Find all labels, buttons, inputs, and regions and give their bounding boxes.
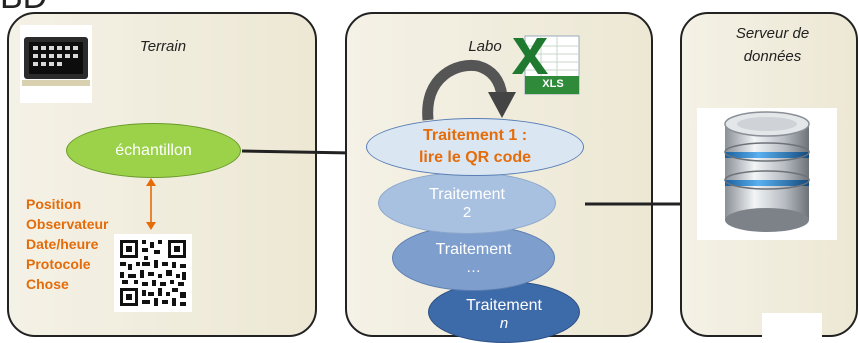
- step-1-title: Traitement 1 :: [422, 127, 528, 144]
- field-observateur: Observateur: [26, 216, 109, 232]
- tablet-icon: [20, 25, 92, 103]
- server-label-line2: données: [743, 48, 802, 65]
- step-1-ellipse: Traitement 1 : lire le QR code: [366, 118, 584, 176]
- step-4-ellipse: Traitement n: [428, 281, 580, 343]
- sample-label: échantillon: [115, 141, 192, 159]
- step-3-title: Traitement: [435, 240, 512, 258]
- field-protocole: Protocole: [26, 256, 91, 272]
- field-position: Position: [26, 196, 82, 212]
- terrain-label: Terrain: [139, 38, 187, 55]
- server-label-line1: Serveur de: [735, 25, 810, 42]
- excel-icon: XLS: [511, 32, 581, 96]
- corner-patch: [762, 313, 822, 341]
- database-icon: [697, 108, 837, 240]
- field-date-heure: Date/heure: [26, 236, 99, 252]
- step-4-title: Traitement: [466, 296, 542, 314]
- excel-badge-label: XLS: [542, 78, 564, 90]
- step-3-number: …: [466, 258, 481, 276]
- link-arrow: [144, 178, 158, 230]
- step-2-number: 2: [462, 203, 472, 221]
- step-2-ellipse: Traitement 2: [378, 172, 556, 234]
- field-chose: Chose: [26, 276, 69, 292]
- step-3-ellipse: Traitement …: [392, 225, 555, 291]
- step-1-subtitle: lire le QR code: [418, 149, 532, 166]
- labo-label: Labo: [468, 38, 502, 55]
- sample-ellipse: échantillon: [66, 123, 241, 178]
- loop-arrow: [418, 56, 518, 122]
- qr-code-icon: [114, 234, 192, 312]
- step-4-number: n: [499, 314, 509, 332]
- step-2-title: Traitement: [429, 185, 505, 203]
